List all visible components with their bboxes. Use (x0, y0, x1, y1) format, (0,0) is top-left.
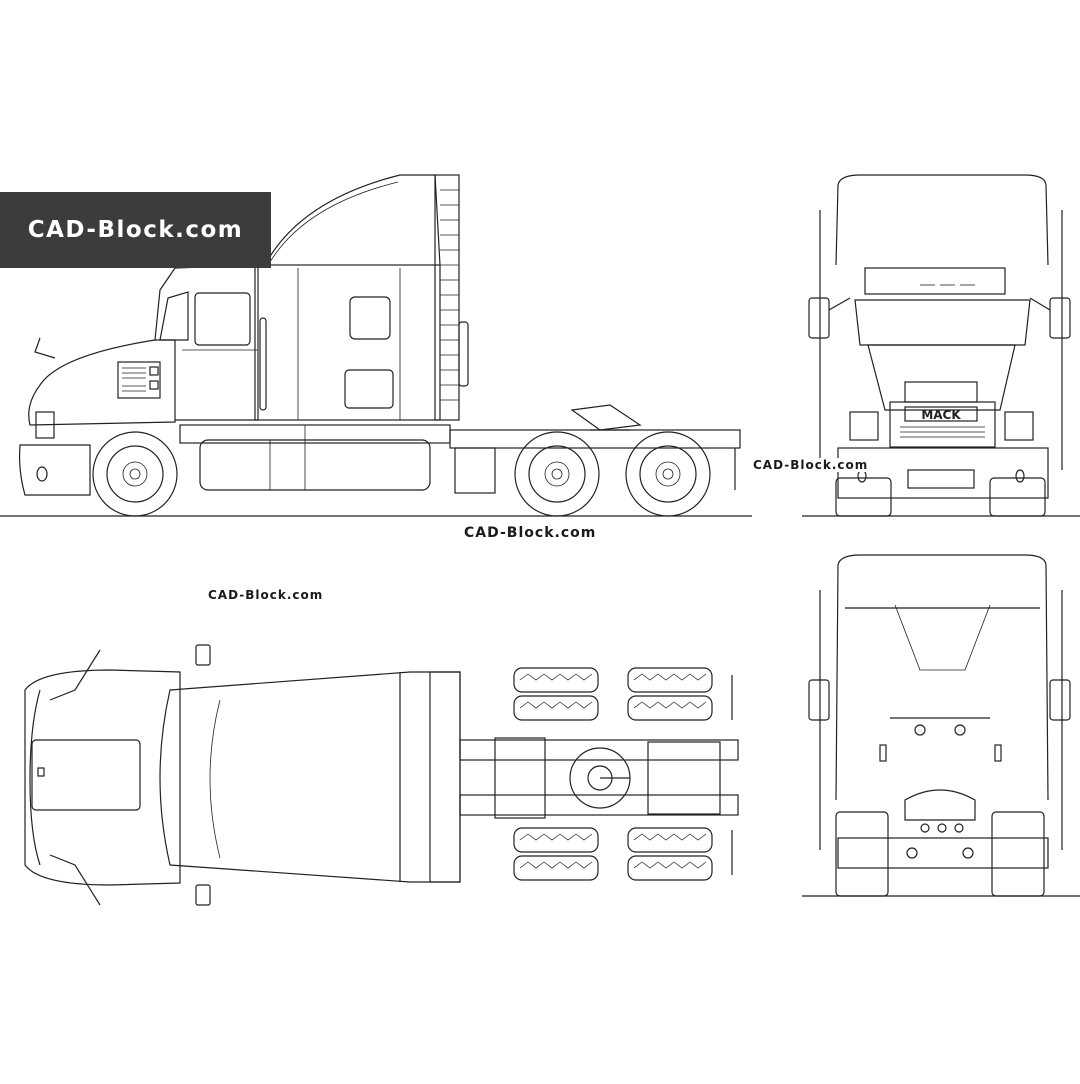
side-wheel-drive-1 (514, 431, 600, 517)
banner-logo-text: CAD-Block.com (27, 217, 244, 243)
cad-block-banner[interactable]: CAD-Block.com (0, 192, 271, 268)
watermark-top-view: CAD-Block.com (208, 588, 324, 602)
side-view (0, 174, 752, 517)
top-tires (513, 667, 713, 881)
mack-badge: MACK (921, 408, 961, 422)
top-view (24, 644, 739, 906)
side-wheel-drive-2 (625, 431, 711, 517)
watermark-front-view: CAD-Block.com (751, 458, 871, 472)
rear-view (802, 554, 1080, 897)
watermark-center: CAD-Block.com (464, 525, 597, 541)
side-wheel-front (92, 431, 178, 517)
